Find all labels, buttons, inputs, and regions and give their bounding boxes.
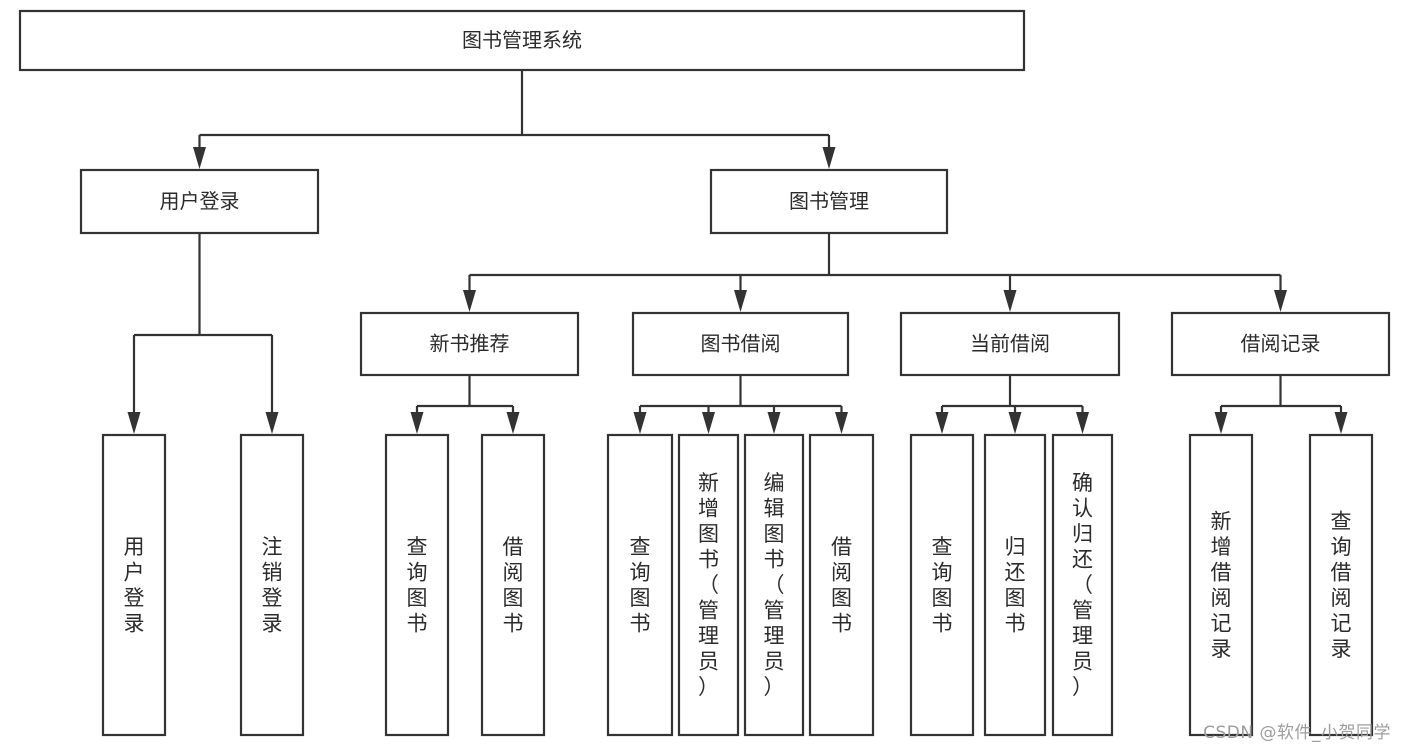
node-label: 借阅记录 <box>1241 332 1321 356</box>
connector-arrow-icon <box>835 412 848 434</box>
node-leaf-query-book-borrow[interactable]: 查询图书 <box>606 433 674 737</box>
node-label: 查询借阅记录 <box>1331 509 1352 661</box>
node-box <box>606 433 674 737</box>
node-label: 新书推荐 <box>430 332 510 356</box>
node-book-borrow[interactable]: 图书借阅 <box>631 311 850 377</box>
connector-arrow-icon <box>506 412 520 434</box>
node-root[interactable]: 图书管理系统 <box>18 9 1026 72</box>
connector-arrow-icon <box>935 412 949 434</box>
node-box <box>677 433 740 737</box>
connector-arrow-icon <box>1214 412 1228 434</box>
connector-arrow-icon <box>702 412 715 434</box>
node-box <box>899 311 1121 377</box>
node-box <box>79 168 320 235</box>
node-box <box>808 433 875 737</box>
node-label: 用户登录 <box>124 535 145 636</box>
node-label: 查询图书 <box>630 535 651 636</box>
node-box <box>359 311 580 377</box>
connector-arrow-icon <box>633 412 647 434</box>
node-box <box>18 9 1026 72</box>
node-borrow-record[interactable]: 借阅记录 <box>1170 311 1391 377</box>
node-leaf-return-book[interactable]: 归还图书 <box>983 433 1047 737</box>
nodes-layer: 图书管理系统用户登录图书管理新书推荐图书借阅当前借阅借阅记录用户登录注销登录查询… <box>18 9 1391 737</box>
node-leaf-confirm-return[interactable]: 确认归还（管理员） <box>1051 433 1114 737</box>
node-user-login[interactable]: 用户登录 <box>79 168 320 235</box>
node-box <box>1051 433 1114 737</box>
connector-arrow-icon <box>1274 290 1287 312</box>
node-label: 借阅图书 <box>503 535 524 636</box>
node-label: 图书管理系统 <box>462 28 582 52</box>
connectors-layer <box>127 70 1348 434</box>
node-box <box>631 311 850 377</box>
node-leaf-edit-book[interactable]: 编辑图书（管理员） <box>743 433 805 737</box>
node-label: 归还图书 <box>1005 535 1026 636</box>
node-label: 图书借阅 <box>701 332 781 356</box>
node-leaf-add-borrow-record[interactable]: 新增借阅记录 <box>1188 433 1254 737</box>
node-box <box>239 433 305 737</box>
node-box <box>1188 433 1254 737</box>
node-box <box>1308 433 1374 737</box>
connector-arrow-icon <box>463 290 476 312</box>
node-label: 图书管理 <box>789 189 869 213</box>
csdn-watermark: CSDN @软件_小贺同学 <box>1203 723 1391 743</box>
node-box <box>909 433 975 737</box>
node-box <box>983 433 1047 737</box>
node-label: 当前借阅 <box>970 332 1050 356</box>
node-leaf-query-book-current[interactable]: 查询图书 <box>909 433 975 737</box>
connector-arrow-icon <box>265 412 279 434</box>
node-box <box>709 168 949 235</box>
connector-arrow-icon <box>127 412 141 434</box>
connector-arrow-icon <box>1003 290 1017 312</box>
node-box <box>1170 311 1391 377</box>
connector-arrow-icon <box>410 412 424 434</box>
node-leaf-borrow-book-recommend[interactable]: 借阅图书 <box>480 433 546 737</box>
node-leaf-add-book[interactable]: 新增图书（管理员） <box>677 433 740 737</box>
connector-arrow-icon <box>734 290 747 312</box>
node-leaf-user-logout[interactable]: 注销登录 <box>239 433 305 737</box>
connector-arrow-icon <box>1076 412 1089 434</box>
node-new-book-recommend[interactable]: 新书推荐 <box>359 311 580 377</box>
node-label: 确认归还（管理员） <box>1072 471 1093 699</box>
node-label: 用户登录 <box>160 189 240 213</box>
node-leaf-query-book-recommend[interactable]: 查询图书 <box>384 433 450 737</box>
node-leaf-query-borrow-record[interactable]: 查询借阅记录 <box>1308 433 1374 737</box>
node-leaf-user-login[interactable]: 用户登录 <box>101 433 167 737</box>
node-box <box>101 433 167 737</box>
connector-arrow-icon <box>193 147 206 169</box>
connector-arrow-icon <box>822 147 836 169</box>
node-label: 查询图书 <box>932 535 953 636</box>
node-leaf-borrow-book[interactable]: 借阅图书 <box>808 433 875 737</box>
connector-arrow-icon <box>1008 412 1022 434</box>
node-label: 新增图书（管理员） <box>698 471 719 699</box>
node-current-borrow[interactable]: 当前借阅 <box>899 311 1121 377</box>
node-book-manage[interactable]: 图书管理 <box>709 168 949 235</box>
node-label: 查询图书 <box>407 535 428 636</box>
connector-arrow-icon <box>767 412 781 434</box>
node-label: 注销登录 <box>262 535 283 636</box>
node-label: 新增借阅记录 <box>1211 509 1232 661</box>
node-box <box>743 433 805 737</box>
connector-arrow-icon <box>1334 412 1348 434</box>
node-box <box>384 433 450 737</box>
node-box <box>480 433 546 737</box>
node-label: 编辑图书（管理员） <box>764 471 785 699</box>
node-label: 借阅图书 <box>831 535 852 636</box>
